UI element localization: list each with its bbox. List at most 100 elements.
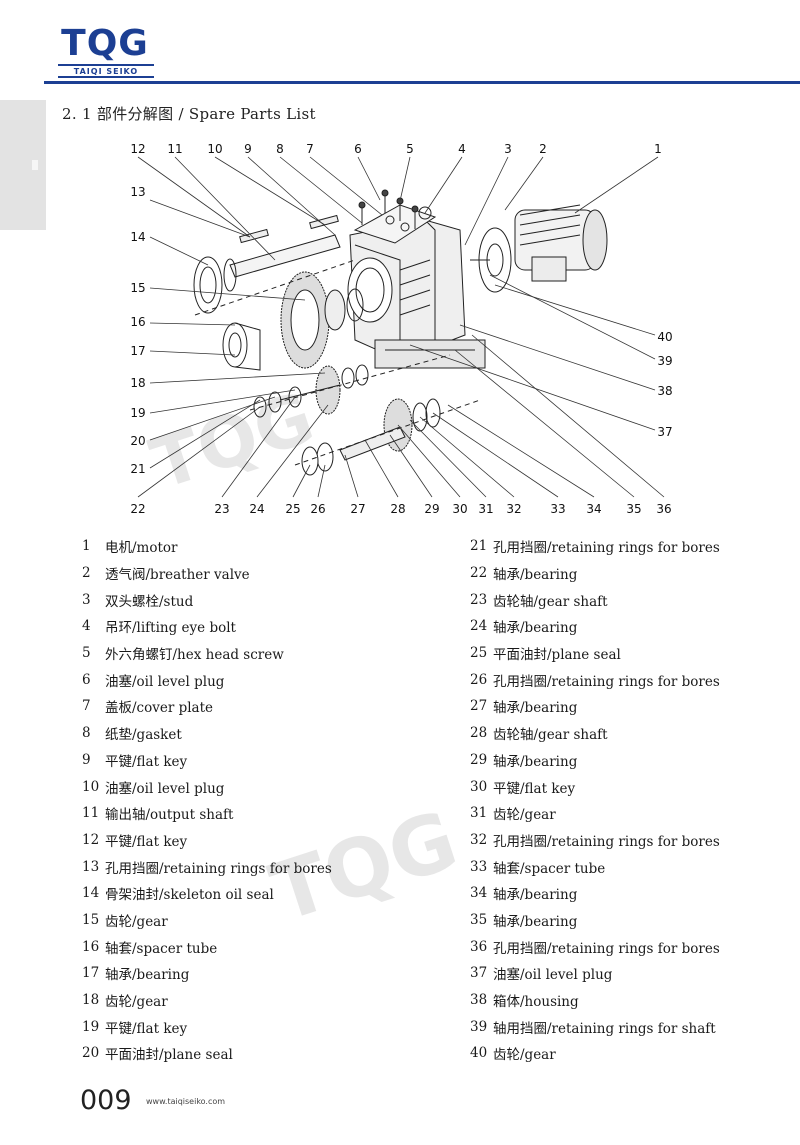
logo-subtitle: TAIQI SEIKO (58, 64, 154, 78)
callout-11: 11 (167, 142, 182, 156)
part-number: 3 (82, 591, 91, 608)
callout-21: 21 (130, 462, 145, 476)
part-row: 36 孔用挡圈/retaining rings for bores (470, 933, 720, 960)
part-number: 37 (470, 965, 488, 982)
callout-27: 27 (350, 502, 365, 516)
callout-6: 6 (354, 142, 362, 156)
part-name: 轴承/bearing (493, 567, 578, 584)
logo-text: TQG (61, 23, 149, 64)
callout-2: 2 (539, 142, 547, 156)
part-name: 箱体/housing (493, 994, 579, 1011)
part-number: 17 (82, 965, 100, 982)
axis-lines (194, 259, 481, 466)
part-number: 23 (470, 591, 488, 608)
part-number: 26 (470, 671, 488, 688)
header-rule (44, 81, 800, 84)
part-row: 15 齿轮/gear (82, 907, 332, 934)
callout-12: 12 (130, 142, 145, 156)
part-number: 31 (470, 805, 488, 822)
callout-14: 14 (130, 230, 145, 244)
part-number: 2 (82, 565, 91, 582)
part-name: 齿轮轴/gear shaft (493, 727, 608, 744)
part-number: 20 (82, 1045, 100, 1062)
part-name: 平键/flat key (493, 780, 576, 797)
brand-logo: TQG TAIQI SEIKO (44, 24, 156, 78)
callout-30: 30 (452, 502, 467, 516)
part-name: 孔用挡圈/retaining rings for bores (493, 833, 720, 850)
part-number: 7 (82, 698, 91, 715)
part-row: 32 孔用挡圈/retaining rings for bores (470, 827, 720, 854)
part-name: 吊环/lifting eye bolt (105, 620, 236, 637)
part-number: 15 (82, 911, 100, 928)
part-name: 齿轮/gear (105, 994, 168, 1011)
part-name: 轴套/spacer tube (105, 940, 218, 957)
part-name: 齿轮/gear (493, 1047, 556, 1064)
part-name: 输出轴/output shaft (105, 807, 234, 824)
callout-10: 10 (207, 142, 222, 156)
callout-33: 33 (550, 502, 565, 516)
part-name: 齿轮/gear (105, 913, 168, 930)
part-name: 轴承/bearing (493, 753, 578, 770)
part-number: 28 (470, 725, 488, 742)
part-number: 11 (82, 805, 100, 822)
part-number: 32 (470, 831, 488, 848)
part-name: 齿轮/gear (493, 807, 556, 824)
part-name: 平键/flat key (105, 753, 188, 770)
callout-34: 34 (586, 502, 601, 516)
part-number: 18 (82, 992, 100, 1009)
part-name: 孔用挡圈/retaining rings for bores (493, 940, 720, 957)
website-url: www.taiqiseiko.com (146, 1097, 226, 1106)
part-number: 8 (82, 725, 91, 742)
callout-20: 20 (130, 434, 145, 448)
callout-24: 24 (249, 502, 264, 516)
part-name: 盖板/cover plate (105, 700, 214, 717)
part-row: 11 输出轴/output shaft (82, 800, 332, 827)
part-number: 13 (82, 858, 100, 875)
part-number: 24 (470, 618, 488, 635)
callout-4: 4 (458, 142, 466, 156)
part-name: 平键/flat key (105, 833, 188, 850)
callout-36: 36 (656, 502, 671, 516)
part-row: 38 箱体/housing (470, 987, 720, 1014)
part-name: 轴承/bearing (493, 913, 578, 930)
callout-3: 3 (504, 142, 512, 156)
part-number: 33 (470, 858, 488, 875)
callout-31: 31 (478, 502, 493, 516)
side-tab-notch (32, 160, 38, 170)
callout-7: 7 (306, 142, 314, 156)
part-number: 36 (470, 938, 488, 955)
part-name: 透气阀/breather valve (105, 567, 250, 584)
gear-shaft-assembly-1 (253, 364, 369, 418)
part-number: 6 (82, 671, 91, 688)
part-name: 轴承/bearing (105, 967, 190, 984)
part-name: 平面油封/plane seal (105, 1047, 233, 1064)
callout-5: 5 (406, 142, 414, 156)
part-number: 21 (470, 538, 488, 555)
part-name: 油塞/oil level plug (105, 780, 225, 797)
part-number: 22 (470, 565, 488, 582)
callout-28: 28 (390, 502, 405, 516)
part-number: 38 (470, 992, 488, 1009)
part-number: 5 (82, 645, 91, 662)
callout-40: 40 (657, 330, 672, 344)
part-number: 30 (470, 778, 488, 795)
part-row: 2 透气阀/breather valve (82, 560, 332, 587)
part-name: 孔用挡圈/retaining rings for bores (493, 540, 720, 557)
part-number: 19 (82, 1018, 100, 1035)
callout-26: 26 (310, 502, 325, 516)
part-row: 17 轴承/bearing (82, 960, 332, 987)
